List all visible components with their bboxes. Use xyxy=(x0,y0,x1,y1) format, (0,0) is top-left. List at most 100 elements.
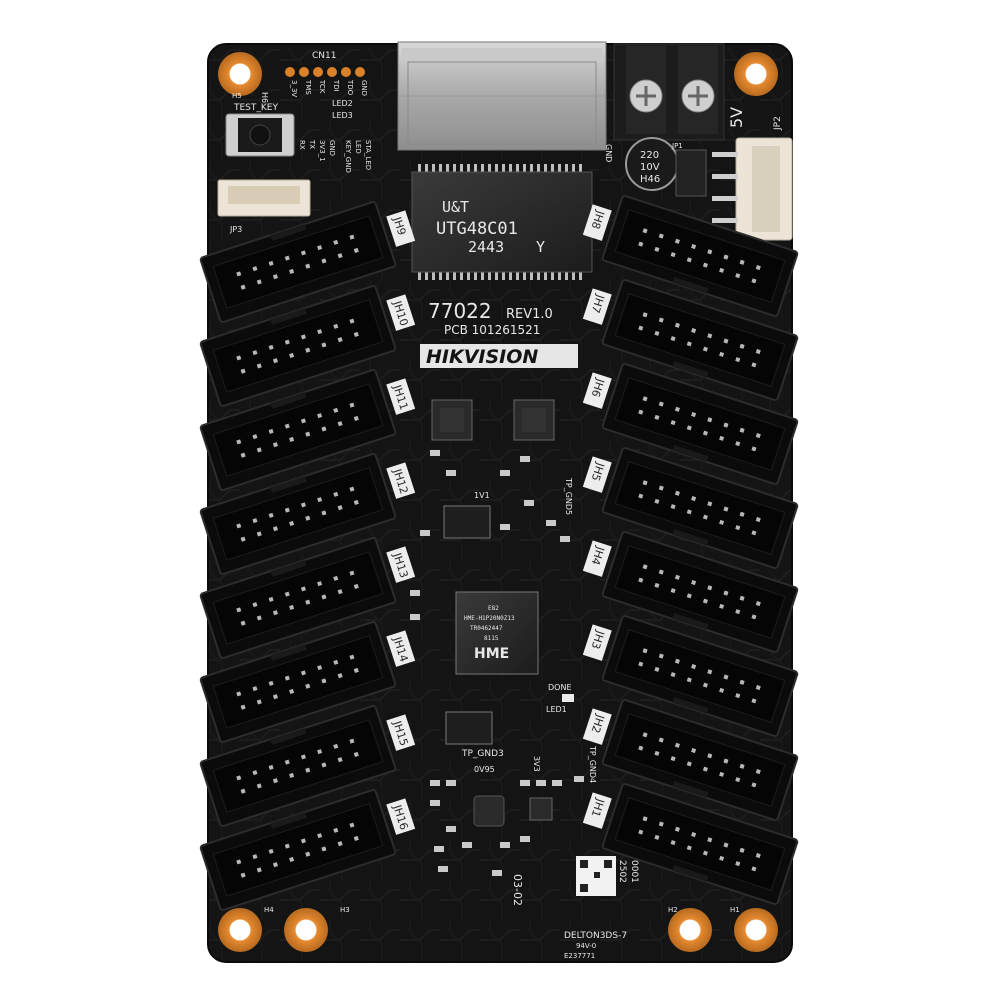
revision-label: REV1.0 xyxy=(506,307,553,322)
header-pin xyxy=(723,254,729,260)
led3-label: LED3 xyxy=(332,111,353,120)
smd-component xyxy=(520,456,530,462)
header-pin xyxy=(349,822,355,828)
mounting-hole xyxy=(734,52,778,96)
header-pin xyxy=(739,259,745,265)
connector-label-tab: JH1 xyxy=(582,792,612,829)
header-pin xyxy=(755,853,761,859)
connector-label-tab: JH3 xyxy=(582,624,612,661)
connector-label-tab: JH10 xyxy=(386,294,416,331)
main-ic-suffix: Y xyxy=(536,238,545,256)
header-pin xyxy=(755,265,761,271)
ribbon-header-jh11[interactable]: JH11 xyxy=(199,361,421,491)
header-pin xyxy=(268,680,274,686)
header-pin xyxy=(305,431,311,437)
fpga-line3: 8115 xyxy=(484,635,499,642)
ribbon-header-jh7[interactable]: JH7 xyxy=(577,271,799,401)
header-pin xyxy=(337,589,343,595)
ribbon-header-jh8[interactable]: JH8 xyxy=(577,187,799,317)
connector-label-tab: JH16 xyxy=(386,798,416,835)
header-pin xyxy=(252,434,258,440)
ribbon-header-jh15[interactable]: JH15 xyxy=(199,697,421,827)
header-pin xyxy=(658,401,664,407)
header-pin xyxy=(236,355,242,361)
v1-label: 1V1 xyxy=(474,491,490,500)
connector-label-tab: JH6 xyxy=(582,372,612,409)
jtag-pin xyxy=(313,67,323,77)
connector-label: JH6 xyxy=(589,376,607,399)
fpga-logo: HME xyxy=(474,646,509,662)
ethernet-jack xyxy=(397,41,607,151)
h3-label: H3 xyxy=(340,906,350,914)
header-pin xyxy=(321,342,327,348)
header-pin xyxy=(691,412,697,418)
header-pin xyxy=(300,670,306,676)
smd-component xyxy=(438,866,448,872)
header-pin xyxy=(674,826,680,832)
header-pin xyxy=(353,499,359,505)
smd-component xyxy=(430,780,440,786)
header-pin xyxy=(256,867,262,873)
mounting-hole xyxy=(284,908,328,952)
connector-label: JH1 xyxy=(589,796,607,819)
header-pin xyxy=(300,334,306,340)
jtag-pin-label: GND xyxy=(360,80,368,96)
header-pin xyxy=(252,350,258,356)
header-pin xyxy=(305,599,311,605)
ribbon-header-jh4[interactable]: JH4 xyxy=(577,523,799,653)
header-pin xyxy=(305,515,311,521)
ribbon-header-jh6[interactable]: JH6 xyxy=(577,355,799,485)
ribbon-header-jh12[interactable]: JH12 xyxy=(199,445,421,575)
ribbon-header-jh9[interactable]: JH9 xyxy=(199,193,421,323)
header-pin xyxy=(674,238,680,244)
header-pin xyxy=(658,485,664,491)
header-pin xyxy=(252,686,258,692)
header-pin xyxy=(719,687,725,693)
header-pin xyxy=(284,759,290,765)
header-pin xyxy=(735,693,741,699)
header-pin xyxy=(268,428,274,434)
key-label: STA_LED xyxy=(364,140,372,170)
header-pin xyxy=(674,574,680,580)
header-pin xyxy=(268,596,274,602)
header-pin xyxy=(256,699,262,705)
header-pin xyxy=(707,249,713,255)
header-pin xyxy=(719,855,725,861)
header-pin xyxy=(739,763,745,769)
ribbon-header-jh3[interactable]: JH3 xyxy=(577,607,799,737)
header-pin xyxy=(658,233,664,239)
header-pin xyxy=(751,698,757,704)
ribbon-header-jh16[interactable]: JH16 xyxy=(199,781,421,911)
header-pin xyxy=(272,358,278,364)
jtag-pin xyxy=(327,67,337,77)
ribbon-header-jh1[interactable]: JH1 xyxy=(577,775,799,905)
header-pin xyxy=(236,271,242,277)
header-pin xyxy=(236,859,242,865)
header-pin xyxy=(236,523,242,529)
header-pin xyxy=(300,586,306,592)
header-pin xyxy=(333,827,339,833)
smd-component xyxy=(574,776,584,782)
header-pin xyxy=(686,257,692,263)
test-key-button[interactable] xyxy=(225,113,295,157)
header-pin xyxy=(735,609,741,615)
header-pin xyxy=(240,620,246,626)
ribbon-header-jh2[interactable]: JH2 xyxy=(577,691,799,821)
header-pin xyxy=(642,564,648,570)
header-pin xyxy=(284,507,290,513)
ribbon-header-jh13[interactable]: JH13 xyxy=(199,529,421,659)
ribbon-header-jh5[interactable]: JH5 xyxy=(577,439,799,569)
ribbon-header-jh10[interactable]: JH10 xyxy=(199,277,421,407)
connector-label: JH4 xyxy=(589,544,607,567)
header-pin xyxy=(719,603,725,609)
uart-label: 3V3_1 xyxy=(318,140,326,162)
header-pin xyxy=(654,246,660,252)
header-pin xyxy=(638,325,644,331)
h2-label: H2 xyxy=(668,906,678,914)
v33-label: 3V3 xyxy=(532,756,541,772)
tp-gnd4-label: TP_GND4 xyxy=(588,745,597,783)
header-pin xyxy=(349,318,355,324)
header-pin xyxy=(691,832,697,838)
ribbon-header-jh14[interactable]: JH14 xyxy=(199,613,421,743)
header-pin xyxy=(702,430,708,436)
